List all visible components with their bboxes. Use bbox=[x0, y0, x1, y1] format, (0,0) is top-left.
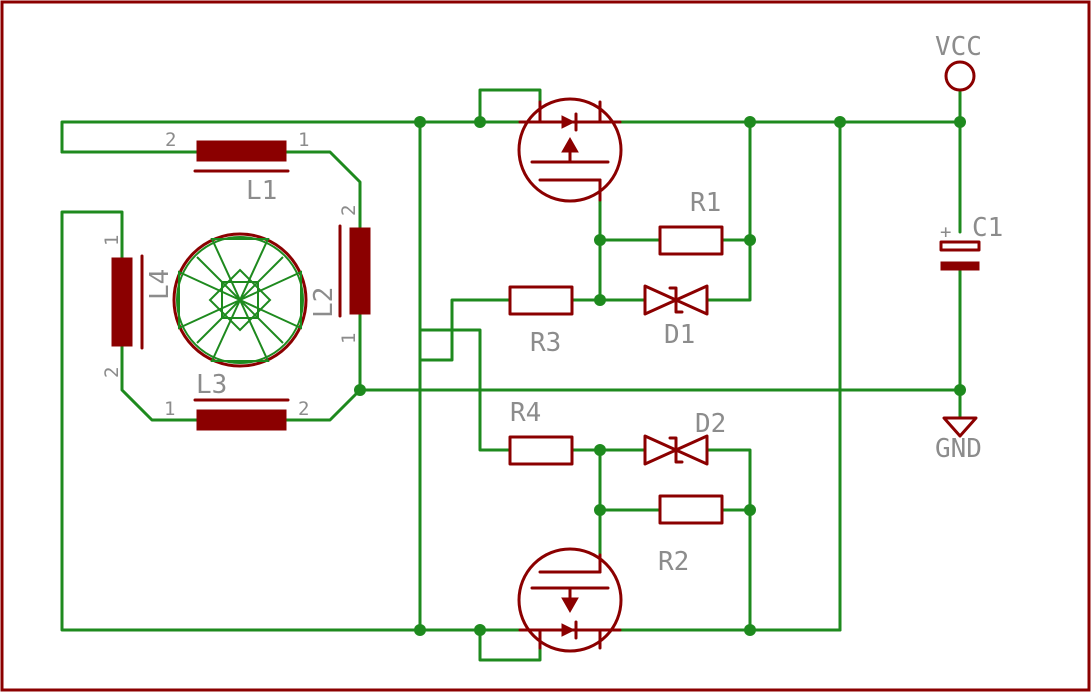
capacitor-c1[interactable]: + C1 bbox=[939, 213, 1003, 271]
gnd-label: GND bbox=[935, 434, 982, 464]
wires bbox=[60, 88, 962, 662]
l2-label: L2 bbox=[309, 287, 339, 318]
l4-label: L4 bbox=[145, 269, 175, 300]
d2-label: D2 bbox=[695, 409, 726, 439]
l3-label: L3 bbox=[196, 370, 227, 400]
gnd-symbol[interactable]: GND bbox=[935, 416, 982, 464]
junction bbox=[594, 294, 606, 306]
diode-d1[interactable]: D1 bbox=[643, 284, 709, 350]
junction bbox=[354, 384, 366, 396]
vcc-label: VCC bbox=[935, 32, 982, 62]
junction bbox=[744, 624, 756, 636]
c1-plus-sign: + bbox=[940, 221, 951, 243]
r1-label: R1 bbox=[690, 188, 721, 218]
wire-top-rail bbox=[60, 120, 522, 154]
junction bbox=[834, 116, 846, 128]
junction bbox=[474, 624, 486, 636]
resistor-r4[interactable]: R4 bbox=[508, 398, 574, 466]
d1-label: D1 bbox=[664, 320, 695, 350]
l2-pin-2: 2 bbox=[338, 205, 360, 216]
r3-label: R3 bbox=[530, 328, 561, 358]
resistor-r1[interactable]: R1 bbox=[658, 188, 724, 256]
inductor-l4[interactable]: 1 2 L4 bbox=[101, 235, 175, 378]
junctions bbox=[354, 116, 966, 636]
l2-pin-1: 1 bbox=[338, 333, 360, 344]
r2-label: R2 bbox=[658, 547, 689, 577]
l4-pin-2: 2 bbox=[101, 367, 123, 378]
junction bbox=[474, 116, 486, 128]
wire-d1-right bbox=[705, 120, 752, 302]
wire-d2-right bbox=[705, 448, 752, 632]
mosfet-bottom[interactable] bbox=[517, 547, 623, 653]
junction bbox=[594, 504, 606, 516]
r4-label: R4 bbox=[510, 398, 541, 428]
inductor-l1[interactable]: 2 1 L1 bbox=[165, 129, 309, 206]
motor-symbol bbox=[172, 232, 308, 368]
wire-q2-gate-loop bbox=[478, 628, 542, 662]
junction bbox=[594, 444, 606, 456]
mosfet-top[interactable] bbox=[517, 97, 623, 203]
junction bbox=[954, 384, 966, 396]
l1-pin-1: 1 bbox=[298, 129, 309, 151]
l1-pin-2: 2 bbox=[165, 129, 176, 151]
l4-pin-1: 1 bbox=[101, 235, 123, 246]
diode-d2[interactable]: D2 bbox=[643, 409, 726, 466]
junction bbox=[414, 116, 426, 128]
wire-cross-b bbox=[418, 298, 512, 362]
l3-pin-2: 2 bbox=[298, 398, 309, 420]
wire-l4-bottom bbox=[60, 210, 522, 632]
inductor-l3[interactable]: 1 2 L3 bbox=[164, 370, 309, 431]
vcc-symbol[interactable]: VCC bbox=[935, 32, 982, 92]
junction bbox=[744, 234, 756, 246]
resistor-r3[interactable]: R3 bbox=[508, 285, 574, 358]
wire-cross-a bbox=[418, 328, 512, 452]
junction bbox=[744, 116, 756, 128]
resistor-r2[interactable]: R2 bbox=[658, 494, 724, 577]
c1-label: C1 bbox=[972, 213, 1003, 243]
junction bbox=[414, 624, 426, 636]
junction bbox=[744, 504, 756, 516]
wire-l3-right bbox=[284, 388, 362, 422]
wire-q1-gate-loop bbox=[478, 88, 542, 124]
inductor-l2[interactable]: 2 1 L2 bbox=[309, 205, 371, 344]
l1-label: L1 bbox=[246, 176, 277, 206]
wire-l1-l2 bbox=[284, 150, 362, 230]
junction bbox=[594, 234, 606, 246]
junction bbox=[954, 116, 966, 128]
l3-pin-1: 1 bbox=[164, 398, 175, 420]
wire-l3-l4 bbox=[120, 344, 199, 422]
